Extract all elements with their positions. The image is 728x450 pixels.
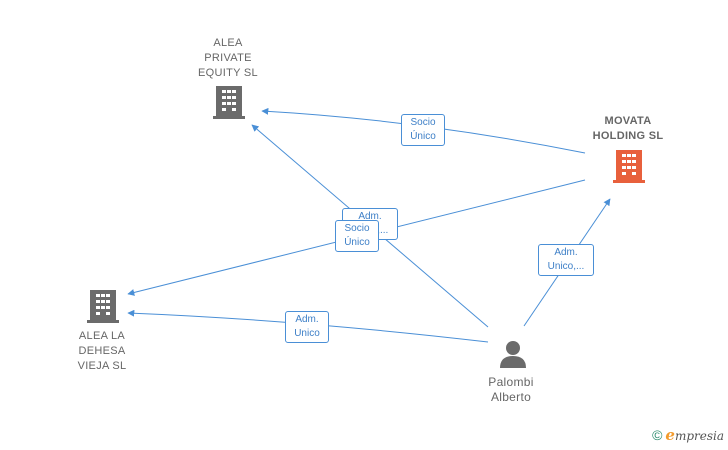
edge-label-movata-alea-private[interactable]: Socio Único [401,114,445,146]
node-alea-private-equity-label[interactable]: ALEA PRIVATE EQUITY SL [198,37,258,79]
node-alea-la-dehesa-vieja-label[interactable]: ALEA LA DEHESA VIEJA SL [77,330,127,372]
edge-label-palombi-movata[interactable]: Adm. Unico,... [538,244,594,276]
building-icon [87,290,119,323]
copyright-icon: © [652,427,663,443]
edge-label-movata-alea-dehesa[interactable]: Socio Único [335,220,379,252]
person-icon [500,341,526,368]
node-palombi-alberto-label[interactable]: Palombi Alberto [488,375,534,404]
node-movata-holding-label[interactable]: MOVATA HOLDING SL [592,115,664,142]
building-icon [213,86,245,119]
empresia-logo: ©empresia [652,426,724,444]
building-icon [613,150,645,183]
edge-label-palombi-alea-dehesa[interactable]: Adm. Unico [285,311,329,343]
